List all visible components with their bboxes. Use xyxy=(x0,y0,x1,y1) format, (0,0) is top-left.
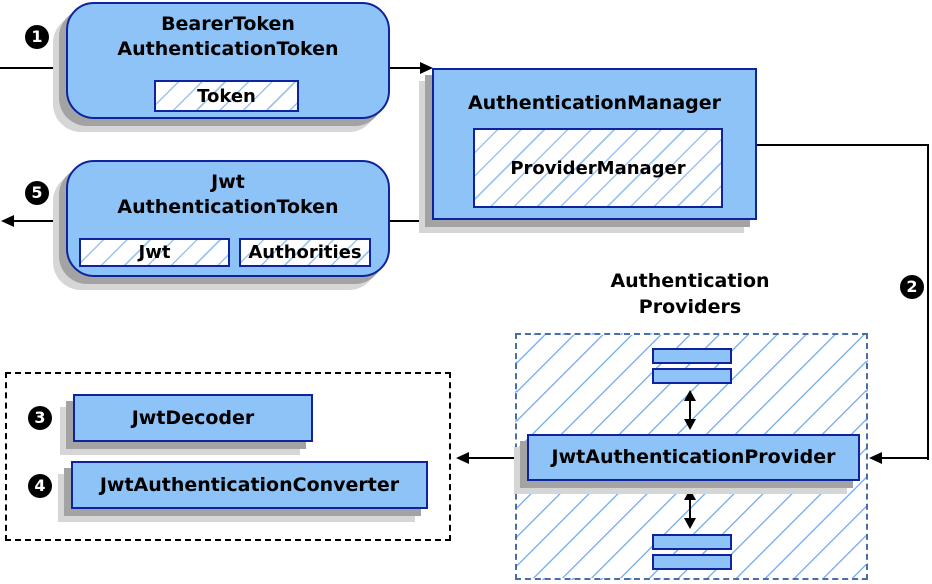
providers-label-line1: Authentication xyxy=(610,270,770,292)
step-badge-5: 5 xyxy=(25,181,49,205)
double-arrow-top-shaft xyxy=(689,400,691,420)
arrowhead-into-authentication-manager xyxy=(420,62,433,74)
arrowhead-into-beans-box xyxy=(456,452,469,464)
jwt-token-title: Jwt AuthenticationToken xyxy=(68,170,388,220)
double-arrow-bottom-shaft xyxy=(689,499,691,519)
chip-jwt: Jwt xyxy=(79,238,230,267)
chip-authorities: Authorities xyxy=(239,238,371,267)
step-badge-3: 3 xyxy=(28,406,52,430)
arrowhead-outgoing-left xyxy=(1,215,14,227)
node-jwt-authentication-provider: JwtAuthenticationProvider xyxy=(527,434,860,481)
edge-provider-to-beans-line xyxy=(468,457,528,459)
jwt-token-title-line2: AuthenticationToken xyxy=(117,196,339,218)
bearer-token-title-line1: BearerToken xyxy=(161,13,295,35)
authentication-providers-label: Authentication Providers xyxy=(588,268,792,320)
jwt-decoder-title: JwtDecoder xyxy=(131,406,255,429)
edge-incoming-request-line xyxy=(0,67,66,69)
step-badge-4: 4 xyxy=(28,474,52,498)
node-jwt-authentication-converter: JwtAuthenticationConverter xyxy=(71,461,428,509)
edge-step2-vertical-right xyxy=(927,144,929,460)
node-jwt-decoder: JwtDecoder xyxy=(73,394,313,442)
node-authentication-manager: AuthenticationManager ProviderManager xyxy=(432,68,757,220)
provider-placeholder-bar xyxy=(652,534,732,550)
edge-bearer-to-manager-line xyxy=(390,67,422,69)
jwt-authentication-provider-title: JwtAuthenticationProvider xyxy=(551,446,836,468)
edge-outgoing-result-line xyxy=(13,220,66,222)
jwt-authentication-converter-title: JwtAuthenticationConverter xyxy=(99,473,400,496)
double-arrow-bottom-up-head xyxy=(684,489,696,500)
bearer-token-title-line2: AuthenticationToken xyxy=(117,38,339,60)
step-badge-1: 1 xyxy=(25,25,49,49)
node-bearer-token-authentication-token: BearerToken AuthenticationToken Token xyxy=(66,2,390,119)
chip-provider-manager: ProviderManager xyxy=(473,128,723,208)
chip-token: Token xyxy=(154,80,299,112)
beans-group-container xyxy=(5,372,451,541)
edge-step2-horizontal-top xyxy=(757,144,929,146)
bearer-token-title: BearerToken AuthenticationToken xyxy=(68,12,388,62)
authentication-manager-title: AuthenticationManager xyxy=(467,92,722,114)
node-jwt-authentication-token: Jwt AuthenticationToken Jwt Authorities xyxy=(66,160,390,277)
double-arrow-top-down-head xyxy=(684,419,696,430)
provider-placeholder-bar xyxy=(652,348,732,364)
step-badge-2: 2 xyxy=(900,275,924,299)
double-arrow-top-up-head xyxy=(684,390,696,401)
edge-manager-to-jwt-token-line xyxy=(390,220,432,222)
arrowhead-into-providers-box xyxy=(869,452,882,464)
provider-placeholder-bar xyxy=(652,554,732,570)
jwt-token-title-line1: Jwt xyxy=(211,171,245,193)
edge-step2-horizontal-bottom xyxy=(881,457,929,459)
double-arrow-bottom-down-head xyxy=(684,518,696,529)
provider-placeholder-bar xyxy=(652,368,732,384)
providers-label-line2: Providers xyxy=(638,296,742,318)
